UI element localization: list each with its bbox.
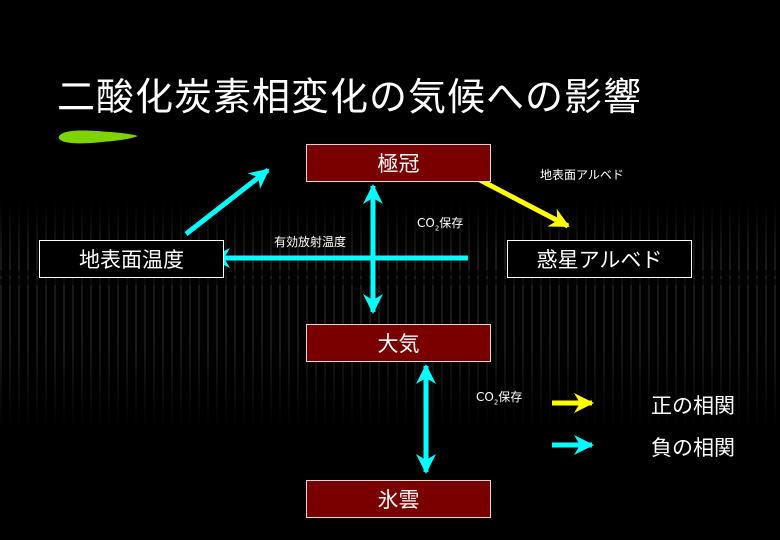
- label-co2-storage-lower: CO2保存: [476, 390, 523, 407]
- label-surface-albedo: 地表面アルベド: [540, 168, 624, 182]
- legend-negative-label: 負の相関: [651, 436, 735, 460]
- legend-positive-label: 正の相関: [651, 394, 735, 418]
- node-ice-cap: 極冠: [306, 144, 491, 182]
- title-underline-brush: [58, 130, 138, 144]
- label-effective-radiation-temperature: 有効放射温度: [274, 235, 347, 249]
- node-atmosphere: 大気: [306, 324, 491, 362]
- node-surface-temperature: 地表面温度: [39, 240, 224, 278]
- label-co2-storage-upper: CO2保存: [417, 216, 464, 233]
- slide-title: 二酸化炭素相変化の気候への影響: [57, 75, 643, 119]
- background-band: [0, 279, 780, 285]
- background-band: [0, 270, 780, 276]
- background-stripes: [0, 200, 780, 430]
- node-ice-cloud: 氷雲: [306, 480, 491, 518]
- arrow-surface-temp-to-ice-cap: [184, 168, 270, 236]
- node-planetary-albedo: 惑星アルベド: [507, 240, 692, 278]
